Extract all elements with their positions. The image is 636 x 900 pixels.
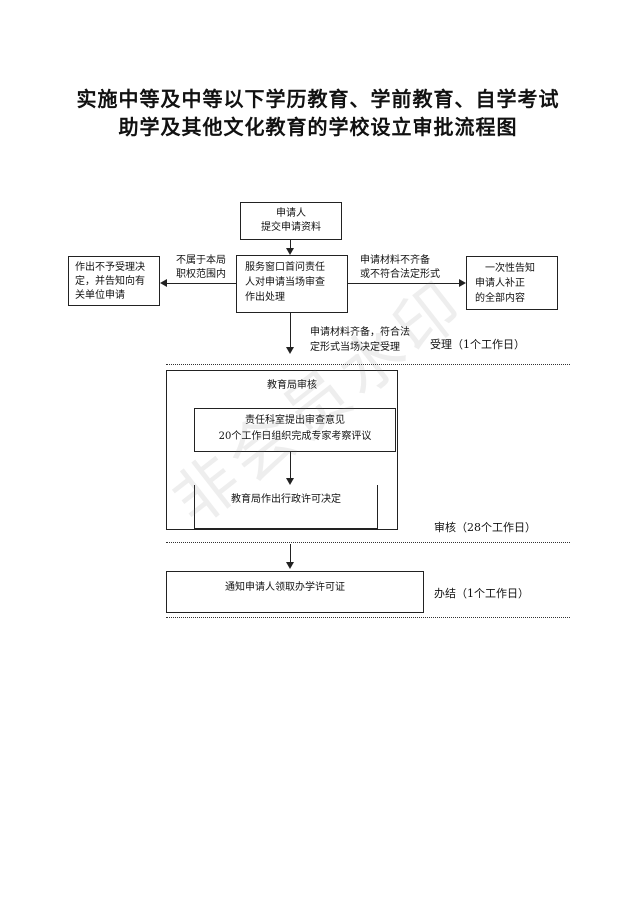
edge-incomplete-line1: 申请材料不齐备 <box>360 255 430 266</box>
section-review-line1: 责任科室提出审查意见 <box>245 415 345 426</box>
stage-review-label: 审核（28个工作日） <box>434 521 536 534</box>
service-window-line3: 作出处理 <box>245 292 285 303</box>
permit-decision-label: 教育局作出行政许可决定 <box>231 494 341 505</box>
applicant-box: 申请人 提交申请资料 <box>240 202 342 240</box>
arrow-head <box>459 279 466 287</box>
edge-incomplete-line2: 或不符合法定形式 <box>360 269 440 280</box>
permit-decision-box: 教育局作出行政许可决定 <box>194 485 378 529</box>
arrow-review-to-pickup <box>290 544 291 564</box>
stage-finish-label: 办结（1个工作日） <box>434 587 529 600</box>
arrow-window-to-review <box>290 313 291 349</box>
notify-pickup-label: 通知申请人领取办学许可证 <box>225 582 345 593</box>
arrow-window-to-supplement <box>348 283 460 284</box>
arrow-window-to-reject <box>166 283 236 284</box>
edge-not-jurisdiction-line2: 职权范围内 <box>176 269 226 280</box>
reject-line1: 作出不予受理决 <box>75 262 145 273</box>
applicant-line2: 提交申请资料 <box>261 222 321 233</box>
service-window-box: 服务窗口首问责任 人对申请当场审查 作出处理 <box>236 255 348 313</box>
applicant-line1: 申请人 <box>276 208 306 219</box>
arrow-head <box>286 347 294 354</box>
reject-line3: 关单位申请 <box>75 290 125 301</box>
reject-box: 作出不予受理决 定，并告知向有 关单位申请 <box>68 256 160 306</box>
notify-supplement-line3: 的全部内容 <box>475 293 525 304</box>
edge-complete-line1: 申请材料齐备，符合法 <box>310 327 410 338</box>
page-title-line2: 助学及其他文化教育的学校设立审批流程图 <box>118 115 518 139</box>
edge-complete-line2: 定形式当场决定受理 <box>310 342 400 353</box>
service-window-line2: 人对申请当场审查 <box>245 277 325 288</box>
page-title-line1: 实施中等及中等以下学历教育、学前教育、自学考试 <box>76 87 560 111</box>
service-window-line1: 服务窗口首问责任 <box>245 262 325 273</box>
arrow-head <box>286 562 294 569</box>
notify-supplement-box: 一次性告知 申请人补正 的全部内容 <box>466 256 558 310</box>
notify-supplement-line2: 申请人补正 <box>475 278 525 289</box>
arrow-applicant-to-window <box>290 240 291 250</box>
reject-line2: 定，并告知向有 <box>75 276 145 287</box>
bureau-review-label: 教育局审核 <box>267 380 317 391</box>
stage-divider <box>166 542 570 543</box>
section-review-box: 责任科室提出审查意见 20个工作日组织完成专家考察评议 <box>194 408 396 452</box>
arrow-head <box>160 279 167 287</box>
edge-not-jurisdiction-line1: 不属于本局 <box>176 255 226 266</box>
section-review-line2: 20个工作日组织完成专家考察评议 <box>218 431 372 442</box>
arrow-section-to-decision <box>290 452 291 480</box>
notify-supplement-line1: 一次性告知 <box>485 263 535 274</box>
arrow-head <box>286 478 294 485</box>
notify-pickup-box: 通知申请人领取办学许可证 <box>166 571 424 613</box>
stage-accept-label: 受理（1个工作日） <box>430 338 525 351</box>
arrow-head <box>286 248 294 255</box>
stage-divider <box>166 364 570 365</box>
stage-divider <box>166 617 570 618</box>
